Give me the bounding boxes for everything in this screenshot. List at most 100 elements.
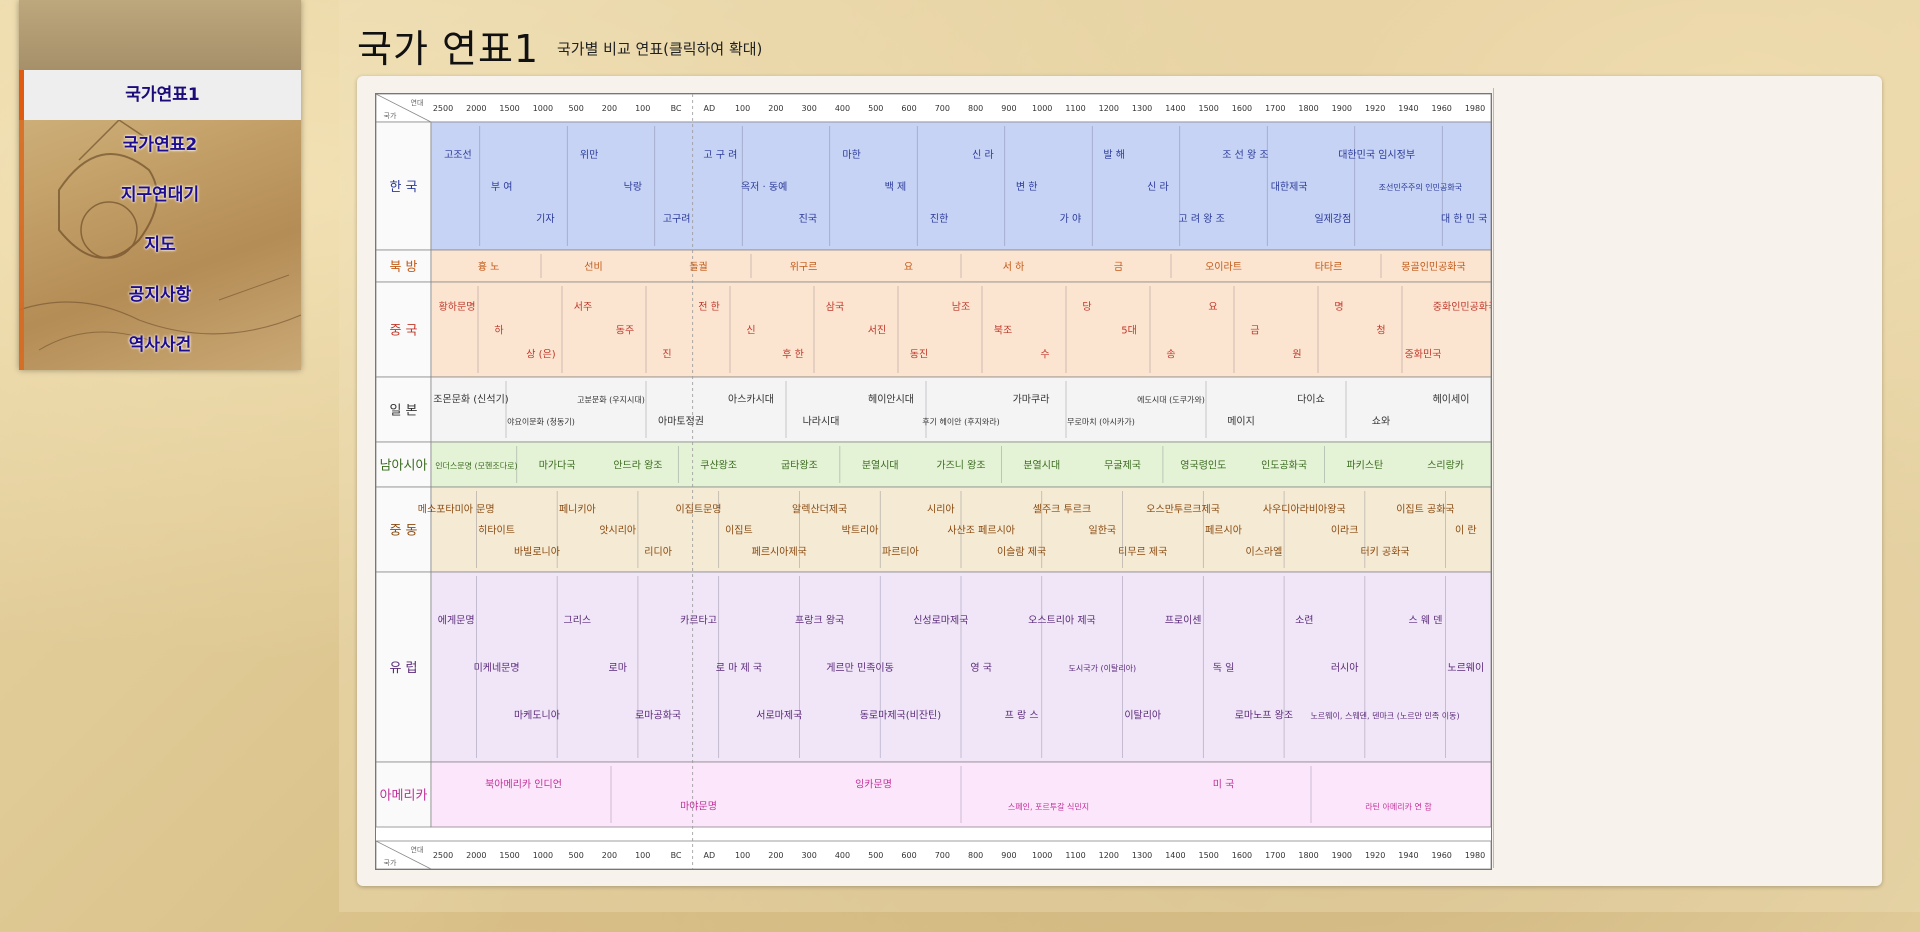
era-label: 중화인민공화국	[1433, 301, 1491, 313]
axis-year-label: 1100	[1065, 851, 1085, 860]
region-band	[430, 571, 1492, 763]
axis-year-label: 200	[602, 851, 617, 860]
axis-year-label: 600	[901, 851, 916, 860]
region-name: 중 국	[389, 324, 417, 339]
sidebar-item-timeline-2[interactable]: 국가연표2	[122, 135, 198, 155]
era-label: 마케도니아	[514, 710, 560, 722]
axis-year-label: 1100	[1065, 104, 1085, 113]
era-label: 낙랑	[624, 181, 642, 193]
era-label: 남조	[952, 301, 970, 313]
era-label: 원	[1292, 348, 1301, 360]
region-name: 일 본	[389, 404, 417, 419]
era-label: 가즈니 왕조	[936, 460, 985, 472]
era-label: 프랑크 왕국	[795, 615, 844, 627]
axis-year-label: 700	[935, 104, 950, 113]
era-label: 송	[1166, 348, 1175, 360]
page-subtitle: 국가별 비교 연표(클릭하여 확대)	[557, 40, 763, 58]
era-label: 대 한 민 국	[1441, 213, 1487, 225]
axis-year-label: BC	[671, 104, 682, 113]
era-label: 알렉산더제국	[792, 503, 847, 515]
era-label: 로마공화국	[635, 710, 681, 722]
sidebar-item-earth-chronicle[interactable]: 지구연대기	[120, 185, 200, 205]
era-label: 스 웨 덴	[1408, 615, 1442, 627]
axis-corner-label-bottom: 국가	[384, 858, 397, 867]
era-label: 오이라트	[1205, 261, 1242, 273]
era-label: 위만	[580, 148, 598, 161]
sidebar-item-notices[interactable]: 공지사항	[128, 285, 192, 305]
era-label: 요	[904, 262, 913, 273]
era-label: 사우디아라비아왕국	[1263, 503, 1346, 515]
era-label: 스리랑카	[1427, 460, 1464, 472]
era-label: 헤이세이	[1433, 394, 1470, 406]
era-label: 잉카문명	[855, 779, 892, 791]
era-label: 인더스문명 (모헨조다로)	[435, 461, 517, 471]
axis-year-label: 2000	[466, 104, 486, 113]
era-label: 아마토정권	[658, 415, 704, 427]
axis-year-label: 1300	[1132, 104, 1152, 113]
region-label-cell	[375, 571, 432, 763]
sidebar-item-map[interactable]: 지도	[144, 235, 176, 255]
era-label: 중화민국	[1405, 348, 1442, 360]
era-label: 가마쿠라	[1013, 394, 1050, 406]
axis-year-label: 1900	[1332, 104, 1352, 113]
axis-year-label: 1200	[1099, 104, 1119, 113]
axis-year-label: 1200	[1099, 851, 1119, 860]
axis-year-label: 300	[802, 851, 817, 860]
axis-year-label: 1800	[1298, 104, 1318, 113]
axis-year-label: 800	[968, 104, 983, 113]
axis-year-label: 1900	[1332, 851, 1352, 860]
era-label: 후기 헤이안 (후지와라)	[922, 416, 1000, 426]
era-label: 분열시대	[1023, 460, 1060, 472]
axis-year-label: 1000	[1032, 851, 1052, 860]
region-label-cell	[375, 441, 432, 488]
axis-year-label: 1920	[1365, 104, 1385, 113]
axis-year-label: 2500	[433, 104, 453, 113]
era-label: 마야문명	[680, 800, 717, 812]
axis-year-label: 900	[1001, 104, 1016, 113]
sidebar-item-timeline-1[interactable]: 국가연표1	[19, 70, 301, 120]
panel-divider	[1493, 88, 1494, 868]
era-label: 이라크	[1331, 525, 1359, 537]
era-label: 서진	[868, 325, 886, 337]
era-label: 로마	[609, 662, 627, 674]
era-label: 선비	[584, 261, 602, 273]
era-label: 리디아	[644, 546, 672, 558]
region-label-cell	[375, 249, 432, 283]
era-label: 고 려 왕 조	[1178, 213, 1224, 225]
region-name: 한 국	[389, 180, 417, 195]
sidebar-item-historical-events[interactable]: 역사사건	[128, 335, 192, 355]
era-label: 청	[1376, 325, 1385, 337]
era-label: 오스만투르크제국	[1146, 503, 1220, 515]
axis-top	[375, 93, 1492, 123]
axis-year-label: 1980	[1465, 104, 1485, 113]
axis-year-label: 300	[802, 104, 817, 113]
era-label: 터키 공화국	[1360, 546, 1409, 558]
era-label: 미케네문명	[474, 662, 520, 674]
era-label: 이 란	[1455, 525, 1477, 537]
era-label: 북조	[994, 325, 1012, 337]
axis-bottom	[375, 840, 1492, 870]
era-label: 금	[1114, 261, 1123, 273]
era-label: 파르티아	[882, 546, 919, 558]
era-label: 메소포타미아 문명	[418, 503, 495, 515]
era-label: 진한	[930, 213, 948, 225]
era-label: 이탈리아	[1124, 709, 1161, 722]
era-label: 아스카시대	[728, 394, 774, 406]
era-label: 그리스	[564, 615, 592, 627]
era-label: 페니키아	[559, 503, 596, 515]
axis-year-label: 1980	[1465, 851, 1485, 860]
era-label: 당	[1082, 301, 1091, 313]
era-label: 조몬문화 (신석기)	[433, 394, 508, 406]
era-label: 헤이안시대	[868, 394, 914, 406]
axis-year-label: 400	[835, 851, 850, 860]
era-label: 조 선 왕 조	[1222, 149, 1268, 161]
axis-year-label: 1400	[1165, 851, 1185, 860]
axis-year-label: 1940	[1398, 104, 1418, 113]
region-band	[430, 121, 1492, 251]
era-label: 서주	[574, 301, 592, 313]
era-label: 동주	[616, 325, 634, 337]
era-label: 히타이트	[478, 525, 515, 537]
era-label: 고분문화 (우지시대)	[577, 396, 645, 405]
era-label: 독 일	[1213, 662, 1235, 674]
